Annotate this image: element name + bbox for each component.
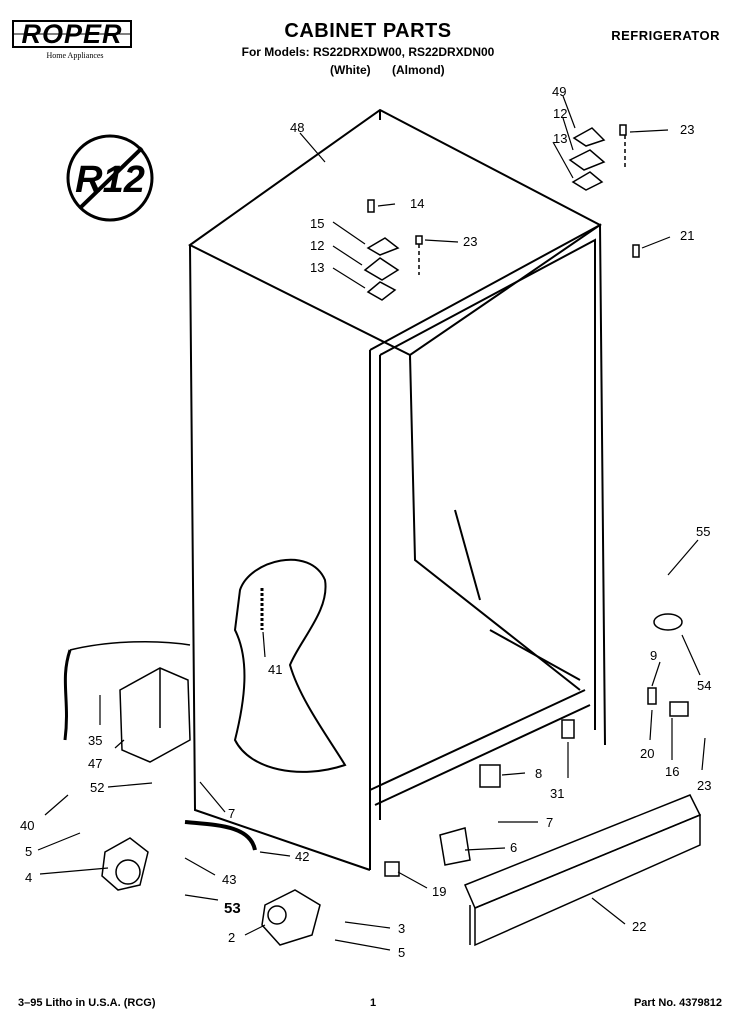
callout: 53 (224, 900, 241, 917)
callout: 42 (295, 849, 309, 864)
callout: 5 (398, 945, 405, 960)
callout: 52 (90, 780, 104, 795)
roper-logo: ROPER Home Appliances (12, 20, 138, 60)
callout: 19 (432, 884, 446, 899)
brand-subtitle: Home Appliances (46, 51, 104, 60)
callout: 23 (463, 234, 477, 249)
r12-badge-text: R12 (75, 159, 145, 201)
callout: 41 (268, 662, 282, 677)
roller-assembly (101, 837, 149, 891)
side-cutout (233, 558, 347, 773)
bracket-6 (439, 827, 471, 866)
callout: 16 (665, 764, 679, 779)
page-title: CABINET PARTS (284, 20, 452, 42)
callout-numbers: 48 49 12 13 23 14 15 12 23 13 21 55 9 54… (20, 84, 711, 960)
callout: 40 (20, 818, 34, 833)
part-31 (561, 719, 575, 739)
hinge-assembly-left (363, 199, 423, 301)
callout: 55 (696, 524, 710, 539)
callout: 14 (410, 196, 424, 211)
callout: 9 (650, 648, 657, 663)
callout: 43 (222, 872, 236, 887)
cabinet-body (188, 108, 606, 871)
callout: 35 (88, 733, 102, 748)
callout: 15 (310, 216, 324, 231)
callout: 21 (680, 228, 694, 243)
part-54 (653, 613, 683, 631)
model-colors: (White) (Almond) (330, 63, 463, 77)
base-grille (464, 794, 702, 947)
callout: 8 (535, 766, 542, 781)
callout: 49 (552, 84, 566, 99)
brand-name: ROPER (21, 19, 123, 49)
callout: 12 (553, 106, 567, 121)
callout: 7 (546, 815, 553, 830)
callout: 48 (290, 120, 304, 135)
hinge-assembly-right (568, 124, 627, 191)
callout: 31 (550, 786, 564, 801)
callout: 7 (228, 806, 235, 821)
block-8 (479, 764, 501, 788)
electrical-box (63, 640, 191, 763)
part-21 (632, 244, 640, 258)
callout: 4 (25, 870, 32, 885)
color-white: (White) (330, 63, 371, 77)
callout: 22 (632, 919, 646, 934)
logo-frame (12, 20, 132, 48)
callout: 20 (640, 746, 654, 761)
callout: 5 (25, 844, 32, 859)
callout: 2 (228, 930, 235, 945)
color-almond: (Almond) (392, 63, 445, 77)
callout: 3 (398, 921, 405, 936)
footer-part-number: Part No. 4379812 (633, 997, 722, 1009)
callout: 47 (88, 756, 102, 771)
callout: 6 (510, 840, 517, 855)
r12-badge: R12 (66, 134, 154, 222)
defrost-tube (184, 820, 257, 851)
part-19 (384, 861, 400, 877)
part-16 (669, 701, 689, 717)
part-20 (647, 687, 657, 705)
category-label: REFRIGERATOR (611, 28, 720, 43)
callout: 13 (310, 260, 324, 275)
models-line: For Models: RS22DRXDW00, RS22DRXDN00 (241, 45, 495, 59)
callout: 13 (553, 131, 567, 146)
leveler-assembly (261, 889, 321, 946)
leader-lines (37, 95, 706, 951)
footer-litho: 3–95 Litho in U.S.A. (RCG) (18, 997, 156, 1009)
callout: 23 (680, 122, 694, 137)
callout: 23 (697, 778, 711, 793)
footer-page-number: 1 (370, 997, 377, 1009)
callout: 54 (697, 678, 711, 693)
callout: 12 (310, 238, 324, 253)
